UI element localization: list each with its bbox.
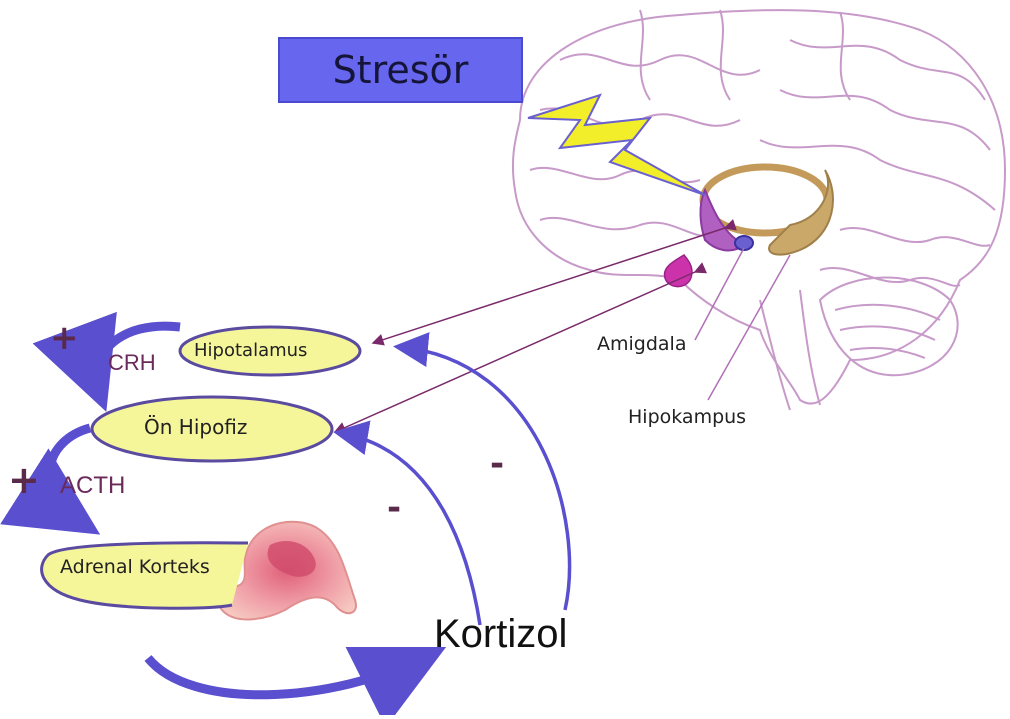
amygdala-leader-line bbox=[695, 248, 744, 340]
stressor-box: Stresör bbox=[278, 37, 523, 103]
adrenal-cortex-label: Adrenal Korteks bbox=[60, 556, 210, 578]
minus-sign-hypothalamus: - bbox=[490, 444, 504, 484]
minus-sign-pituitary: - bbox=[387, 488, 401, 528]
lightning-bolt-icon bbox=[528, 95, 705, 195]
cortisol-release-arrow bbox=[148, 655, 430, 695]
stressor-label: Stresör bbox=[333, 48, 469, 92]
plus-sign-crh: + bbox=[50, 318, 79, 358]
cortisol-feedback-pituitary bbox=[340, 433, 480, 625]
acth-label: ACTH bbox=[60, 472, 125, 500]
cortisol-feedback-hypothalamus bbox=[400, 347, 570, 610]
hippocampus-label: Hipokampus bbox=[628, 406, 746, 428]
pituitary-shape bbox=[664, 255, 692, 287]
amygdala-label: Amigdala bbox=[597, 333, 686, 355]
pituitary-label: Ön Hipofiz bbox=[144, 415, 247, 439]
hypothalamus-label: Hipotalamus bbox=[194, 340, 307, 361]
plus-sign-acth: + bbox=[8, 458, 40, 502]
crh-label: CRH bbox=[108, 350, 156, 376]
cortisol-label: Kortizol bbox=[434, 612, 567, 657]
hippocampus-leader-line bbox=[708, 255, 790, 400]
amygdala-shape bbox=[735, 236, 753, 250]
